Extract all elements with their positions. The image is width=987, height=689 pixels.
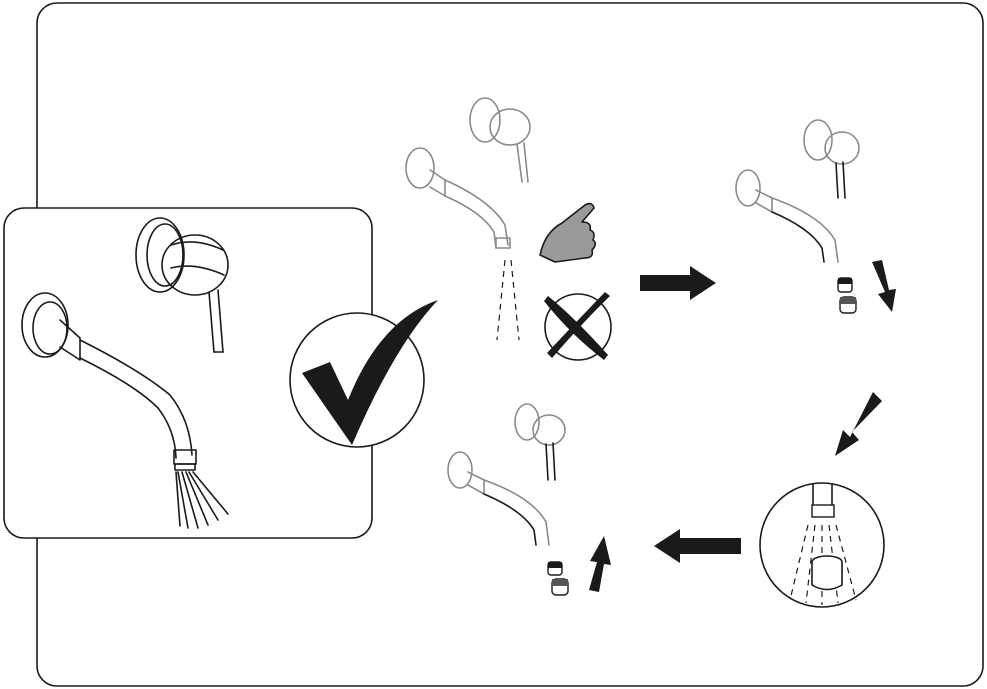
aerator-part-icon (812, 556, 842, 590)
clean-aerator-circle (760, 483, 884, 607)
cross-mark-icon (544, 292, 611, 360)
